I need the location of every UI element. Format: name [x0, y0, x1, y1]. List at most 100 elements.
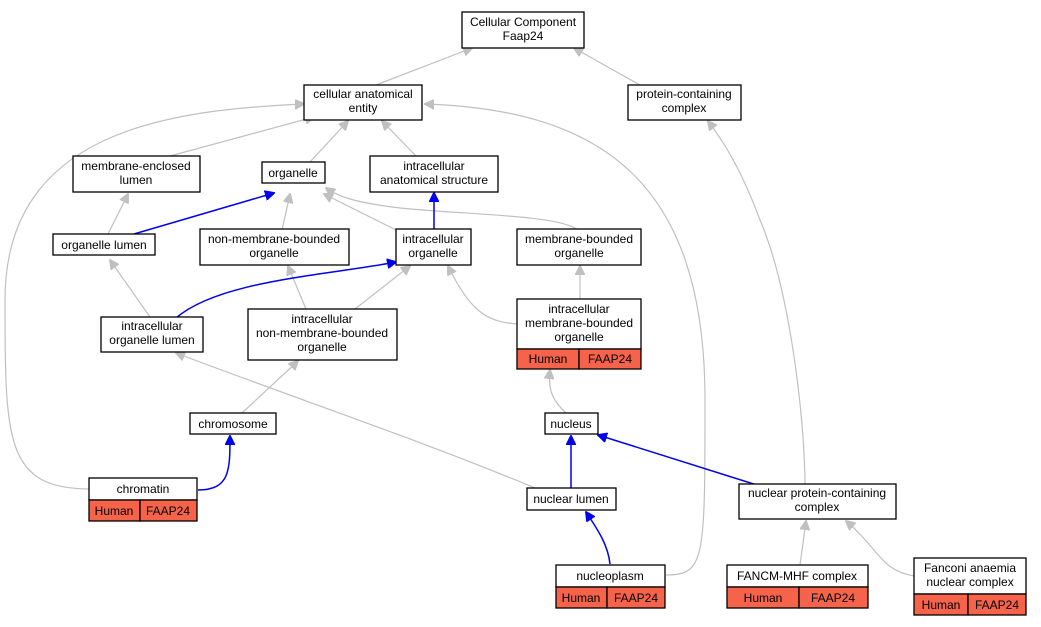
node-label: Fanconi anaemia: [924, 561, 1016, 575]
node-label: cellular anatomical: [313, 87, 412, 101]
node-non-membrane-bounded-organelle[interactable]: non-membrane-bounded organelle: [199, 228, 350, 266]
species-label: Human: [95, 504, 134, 518]
node-fanconi-anaemia-nuclear-complex[interactable]: Fanconi anaemia nuclear complex Human FA…: [913, 557, 1027, 616]
node-label: intracellular: [121, 319, 182, 333]
gene-label: FAAP24: [811, 591, 855, 605]
node-label: complex: [795, 500, 840, 514]
node-label: intracellular: [402, 232, 463, 246]
edge-inmbo-nmbo: [288, 266, 307, 310]
part-of-edges: [133, 193, 761, 565]
node-label: Cellular Component: [470, 15, 577, 29]
node-label: protein-containing: [636, 87, 731, 101]
node-label: membrane-enclosed: [81, 159, 190, 173]
gene-label: FAAP24: [146, 504, 190, 518]
edge-nuc-imbo: [550, 370, 567, 414]
node-nucleoplasm[interactable]: nucleoplasm Human FAAP24: [555, 564, 666, 609]
node-label: organelle: [297, 340, 347, 354]
node-organelle-lumen[interactable]: organelle lumen: [52, 233, 156, 256]
edge-iol-io: [175, 262, 396, 319]
node-membrane-bounded-organelle[interactable]: membrane-bounded organelle: [516, 228, 642, 266]
node-label: organelle: [408, 246, 458, 260]
edge-org-cae: [309, 121, 348, 163]
node-label: non-membrane-bounded: [256, 326, 388, 340]
species-label: Human: [529, 352, 568, 366]
node-intracellular-organelle[interactable]: intracellular organelle: [395, 228, 472, 266]
edge-io-org: [324, 194, 401, 233]
gene-cell: [606, 586, 666, 609]
node-intracellular-anatomical-structure[interactable]: intracellular anatomical structure: [369, 155, 499, 193]
node-cellular-component-root[interactable]: Cellular Component Faap24: [461, 11, 585, 49]
node-protein-containing-complex[interactable]: protein-containing complex: [627, 84, 742, 121]
edge-orglumen-mel: [107, 194, 128, 235]
edge-fmhf-npcc: [799, 521, 806, 566]
node-label: organelle: [249, 246, 299, 260]
edge-pcc-root: [574, 48, 641, 86]
node-nuclear-protein-containing-complex[interactable]: nuclear protein-containing complex: [738, 483, 897, 520]
node-label: organelle: [554, 246, 604, 260]
node-label: Faap24: [503, 29, 544, 43]
species-label: Human: [562, 591, 601, 605]
edge-cae-root: [375, 48, 472, 86]
node-label: organelle lumen: [61, 238, 146, 252]
gene-cell: [798, 586, 869, 609]
is-a-edges: [4, 48, 915, 577]
edge-nucleoplasm-nlum: [586, 512, 611, 565]
edge-nmbo-org: [281, 194, 290, 231]
node-label: membrane-bounded: [525, 316, 633, 330]
node-label: organelle: [268, 166, 318, 180]
node-intracellular-organelle-lumen[interactable]: intracellular organelle lumen: [100, 316, 204, 353]
edge-chromatin-cae: [4, 104, 304, 490]
node-cellular-anatomical-entity[interactable]: cellular anatomical entity: [303, 84, 423, 121]
edge-orglumen-org: [133, 193, 274, 235]
node-nucleus[interactable]: nucleus: [544, 412, 599, 435]
node-membrane-enclosed-lumen[interactable]: membrane-enclosed lumen: [72, 155, 201, 193]
node-label: nucleoplasm: [576, 569, 643, 583]
edge-chromosome-inmbo: [241, 361, 298, 414]
gene-label: FAAP24: [588, 352, 632, 366]
node-fancm-mhf-complex[interactable]: FANCM-MHF complex Human FAAP24: [726, 564, 869, 609]
gene-label: FAAP24: [614, 591, 658, 605]
edge-chromatin-chromosome: [197, 436, 230, 491]
node-label: organelle lumen: [109, 333, 194, 347]
node-label: complex: [662, 101, 707, 115]
node-intracellular-non-membrane-bounded-organelle[interactable]: intracellular non-membrane-bounded organ…: [247, 308, 398, 361]
node-label: non-membrane-bounded: [208, 232, 340, 246]
gene-cell: [139, 499, 198, 522]
edge-nucleoplasm-cae: [425, 104, 706, 576]
node-label: organelle: [554, 330, 604, 344]
node-label: intracellular: [291, 312, 352, 326]
node-label: intracellular: [403, 159, 464, 173]
edge-imbo-io: [448, 266, 519, 325]
gene-cell: [967, 593, 1027, 616]
species-label: Human: [744, 591, 783, 605]
edge-nlum-iol: [176, 353, 541, 491]
node-label: entity: [349, 101, 378, 115]
edge-mel-cae: [169, 117, 314, 157]
edge-ias-cae: [382, 121, 417, 157]
node-chromosome[interactable]: chromosome: [189, 412, 277, 435]
node-label: anatomical structure: [380, 173, 488, 187]
edge-inmbo-io: [354, 266, 410, 310]
node-label: chromosome: [198, 417, 268, 431]
gene-cell: [578, 348, 642, 370]
edge-fanc-npcc: [846, 521, 915, 577]
species-label: Human: [922, 598, 961, 612]
node-nuclear-lumen[interactable]: nuclear lumen: [526, 487, 617, 511]
node-chromatin[interactable]: chromatin Human FAAP24: [88, 477, 198, 522]
node-label: lumen: [120, 173, 153, 187]
node-label: nucleus: [550, 417, 591, 431]
edge-npcc-pcc: [708, 121, 806, 488]
node-label: chromatin: [117, 482, 170, 496]
node-label: intracellular: [548, 302, 609, 316]
node-intracellular-membrane-bounded-organelle[interactable]: intracellular membrane-bounded organelle…: [516, 298, 642, 370]
node-label: nuclear lumen: [533, 492, 608, 506]
node-label: FANCM-MHF complex: [737, 569, 857, 583]
node-organelle[interactable]: organelle: [261, 161, 326, 184]
node-label: membrane-bounded: [525, 232, 633, 246]
edge-iol-orglumen: [110, 260, 151, 318]
gene-label: FAAP24: [975, 598, 1019, 612]
node-label: nuclear protein-containing: [748, 486, 886, 500]
node-label: nuclear complex: [926, 575, 1013, 589]
edge-mbo-org: [326, 188, 579, 231]
